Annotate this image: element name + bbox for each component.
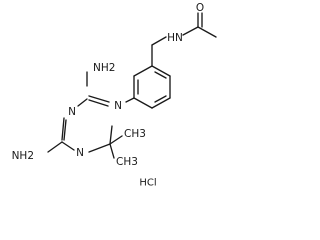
bond	[77, 98, 88, 107]
benzene-ring	[133, 65, 171, 109]
double-bond	[154, 71, 167, 79]
triazine-ring	[47, 71, 123, 159]
methyl-label-1: CH3	[124, 128, 146, 140]
structure-canvas: NH2 NH2 N N N CH3 CH3 O HN HCl	[12, 2, 217, 189]
amine-label-bottom: NH2	[12, 150, 34, 162]
molecule-drawing: NH2 NH2 N N N CH3 CH3 O HN HCl	[12, 2, 217, 189]
bond	[63, 119, 67, 141]
double-bond	[154, 95, 167, 103]
bond	[197, 26, 217, 38]
bond	[109, 135, 123, 145]
methyl-label-2: CH3	[116, 156, 138, 168]
bond	[61, 141, 75, 151]
bond	[47, 141, 63, 153]
bond	[88, 95, 110, 103]
salt-label: HCl	[139, 178, 156, 189]
bond	[125, 97, 135, 103]
bond	[182, 26, 199, 36]
bond	[88, 99, 109, 107]
carbonyl-oxygen: O	[196, 2, 204, 14]
bond	[109, 143, 115, 159]
bond	[133, 65, 153, 77]
bond	[133, 97, 153, 109]
bond	[151, 97, 171, 109]
bond	[151, 36, 167, 46]
ring-nitrogen-right: N	[114, 100, 122, 112]
bond	[88, 143, 111, 153]
ring-nitrogen-bottom: N	[76, 147, 84, 159]
amide-nitrogen: HN	[167, 32, 183, 44]
bond	[109, 125, 113, 145]
bond	[151, 65, 171, 77]
bond	[61, 117, 65, 141]
amine-label-top: NH2	[93, 62, 115, 74]
ring-nitrogen-left: N	[68, 106, 76, 118]
